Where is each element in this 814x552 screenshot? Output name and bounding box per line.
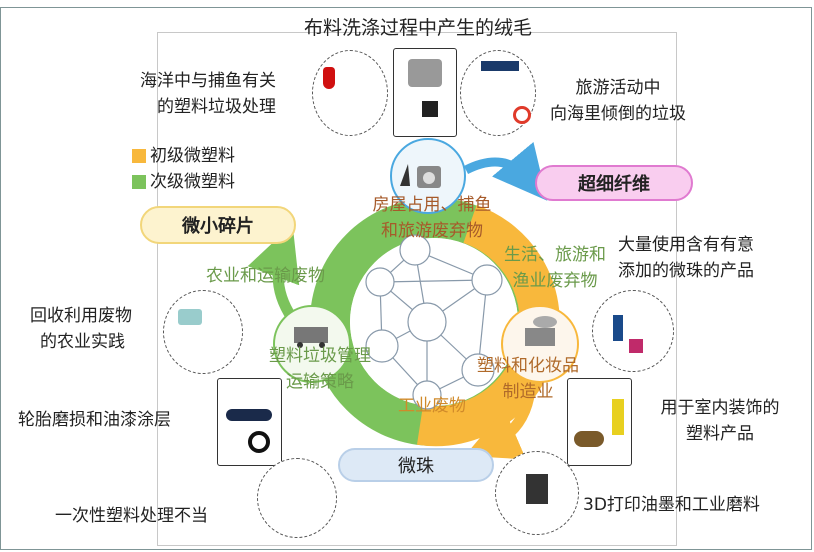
factory-icon [525,328,555,346]
agri-transport-waste-label: 农业和运输废物 [206,266,325,286]
arrow-to-fibers [463,141,548,201]
disposable-items-icon [257,458,337,538]
agriculture-icon [163,290,243,374]
legend-label-secondary: 次级微塑料 [150,172,235,192]
industrial-waste-label: 工业废物 [398,396,466,416]
printing-abrasives-label: 3D打印油墨和工业磨料 [583,495,760,515]
disposable-plastic-label: 一次性塑料处理不当 [55,506,208,526]
manufacturing-label: 塑料和化妆品制造业 [477,356,579,402]
housing-fishing-tourism-waste-label: 房屋占用、捕鱼和旅游废弃物 [372,195,492,241]
legend-label-primary: 初级微塑料 [150,146,235,166]
waste-management-label: 塑料垃圾管理运输策略 [269,346,371,392]
interior-decoration-icon [567,378,632,466]
sailboat-icon [400,164,410,186]
inner-frame [157,32,677,546]
center-network [365,234,503,410]
tourism-litter-icon [460,50,536,136]
microbead-products-label: 大量使用含有有意添加的微珠的产品 [618,235,754,281]
tire-paint-icon [217,378,282,466]
arrow-to-fragments [247,224,300,322]
agriculture-label: 回收利用废物的农业实践 [30,306,132,352]
cosmetics-icon [592,290,674,372]
microbeads-pill: 微珠 [338,448,494,482]
fibers-pill: 超细纤维 [535,165,693,201]
hub-management [273,305,351,383]
truck-icon [294,327,328,343]
outer-frame [0,7,812,550]
interior-plastics-label: 用于室内装饰的塑料产品 [660,398,780,444]
life-tourism-fishing-waste-label: 生活、旅游和渔业废弃物 [504,245,606,291]
legend-swatch-primary [132,149,146,163]
tourism-label: 旅游活动中向海里倾倒的垃圾 [550,78,686,124]
tires-label: 轮胎磨损和油漆涂层 [18,410,171,430]
fishing-gear-icon [312,50,388,136]
fragments-pill: 微小碎片 [140,206,296,244]
legend-swatch-secondary [132,175,146,189]
fabric-lint-label: 布料洗涤过程中产生的绒毛 [303,17,532,39]
fishing-label: 海洋中与捕鱼有关的塑料垃圾处理 [140,71,276,117]
arrow-to-microbeads [464,389,536,460]
3d-printer-icon [495,451,579,535]
clothing-laundry-icon [393,48,457,137]
